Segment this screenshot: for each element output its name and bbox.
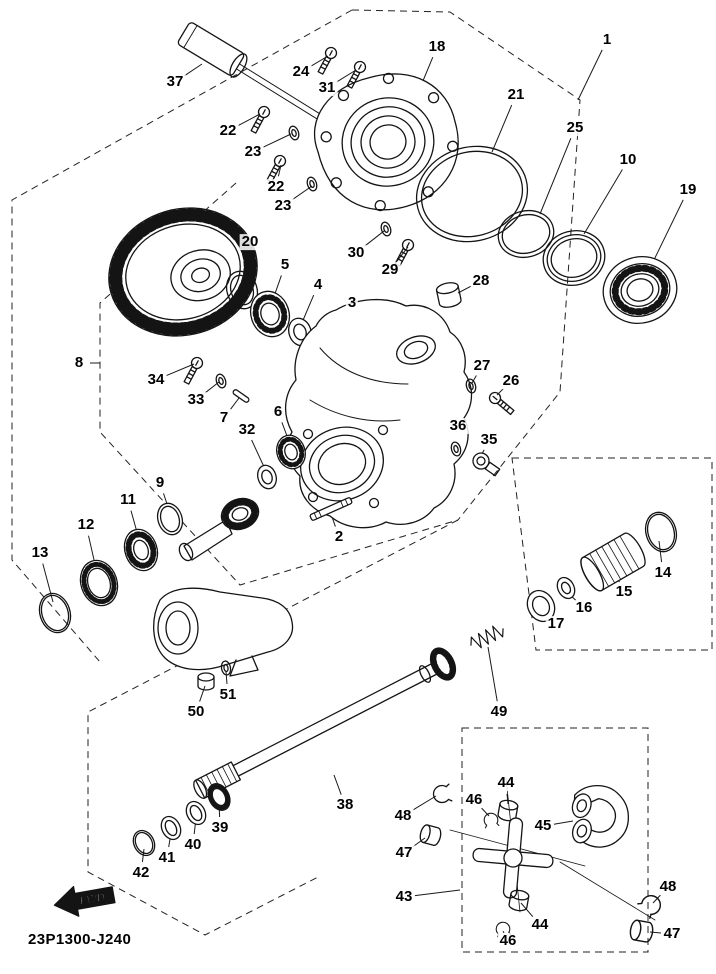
ring-41 (160, 815, 182, 841)
shim-ring-20 (225, 270, 259, 310)
bearing-cup-47b (628, 918, 655, 944)
collar-37 (177, 22, 248, 78)
pin-7 (232, 389, 250, 403)
nut-50 (197, 672, 215, 691)
leader-line-25 (539, 138, 572, 215)
o-ring-25 (497, 209, 555, 259)
leader-line-48 (652, 894, 661, 904)
fwd-arrow: FWD (53, 885, 116, 917)
splined-collar-15 (580, 532, 646, 592)
leader-line-23 (262, 133, 292, 148)
leader-line-21 (491, 104, 513, 153)
leader-line-38 (333, 774, 342, 795)
spring-49 (470, 625, 504, 649)
ring-gear-8 (108, 207, 258, 337)
leader-line-30 (364, 230, 385, 247)
o-ring-21 (415, 145, 529, 243)
parts: FWD (38, 22, 678, 944)
drive-shaft-38 (193, 647, 457, 799)
gasket-10 (542, 230, 606, 286)
leader-line-37 (183, 63, 203, 77)
circlip-42 (132, 829, 156, 857)
bolt-29 (391, 236, 417, 269)
leader-line-45 (553, 820, 574, 825)
leader-line-22 (237, 113, 261, 127)
stud-2 (309, 497, 353, 521)
bearing-cup-47 (417, 823, 444, 848)
cover-plate-18 (313, 72, 459, 212)
leader-line-27 (471, 375, 477, 384)
bushing-32 (257, 464, 277, 490)
joint-nut-17 (526, 589, 556, 623)
leader-line-51 (225, 671, 228, 685)
fwd-label: FWD (79, 891, 106, 907)
leader-line-46 (502, 930, 505, 934)
spider-cross-43 (472, 817, 554, 899)
bolt-24 (314, 44, 340, 77)
leader-line-47 (649, 931, 662, 934)
bearing-retainer (153, 587, 294, 677)
washer-30 (378, 220, 394, 238)
leader-line-43 (414, 889, 461, 897)
bolt-22 (247, 103, 273, 136)
o-ring-14 (644, 511, 678, 553)
shim-9 (156, 502, 184, 536)
leader-line-31 (336, 69, 357, 83)
o-ring-13 (38, 592, 72, 634)
c-clip-46 (482, 811, 500, 829)
leader-line-10 (583, 169, 623, 235)
ring-40 (185, 800, 207, 826)
leader-line-44 (520, 902, 534, 918)
bearing-11 (123, 528, 159, 572)
circlip-48 (431, 783, 453, 805)
yoke-45 (571, 784, 630, 848)
plug-28 (435, 282, 462, 308)
leader-line-49 (487, 646, 498, 702)
leader-line-1 (577, 49, 603, 101)
bolt-26 (486, 389, 517, 418)
splined-ring-39 (207, 783, 231, 811)
washer-23 (286, 124, 302, 142)
leader-line-50 (199, 685, 206, 702)
leader-line-46 (481, 807, 490, 817)
diagram-code: 23P1300-J240 (28, 931, 132, 948)
leader-line-7 (230, 397, 240, 410)
leader-line-34 (165, 363, 195, 377)
drive-pinion (178, 497, 260, 562)
leader-line-47 (412, 837, 426, 848)
washer-16 (556, 576, 576, 600)
bolt-22b (263, 152, 289, 185)
c-clip-46b (494, 920, 512, 938)
washer-33 (213, 372, 229, 390)
gear-case-housing (285, 298, 473, 529)
bolt-34 (180, 354, 206, 387)
universal-joint-assembly (417, 777, 665, 944)
bearing-19 (602, 256, 678, 324)
bolt-35 (472, 452, 501, 477)
leader-line-19 (651, 199, 684, 265)
leader-line-28 (457, 285, 472, 294)
leader-line-44 (506, 793, 509, 805)
leader-line-48 (412, 795, 437, 811)
bearing-5 (249, 290, 291, 338)
bearing-6 (276, 434, 306, 470)
leader-line-32 (251, 439, 266, 470)
ring-nut-12 (79, 559, 119, 607)
